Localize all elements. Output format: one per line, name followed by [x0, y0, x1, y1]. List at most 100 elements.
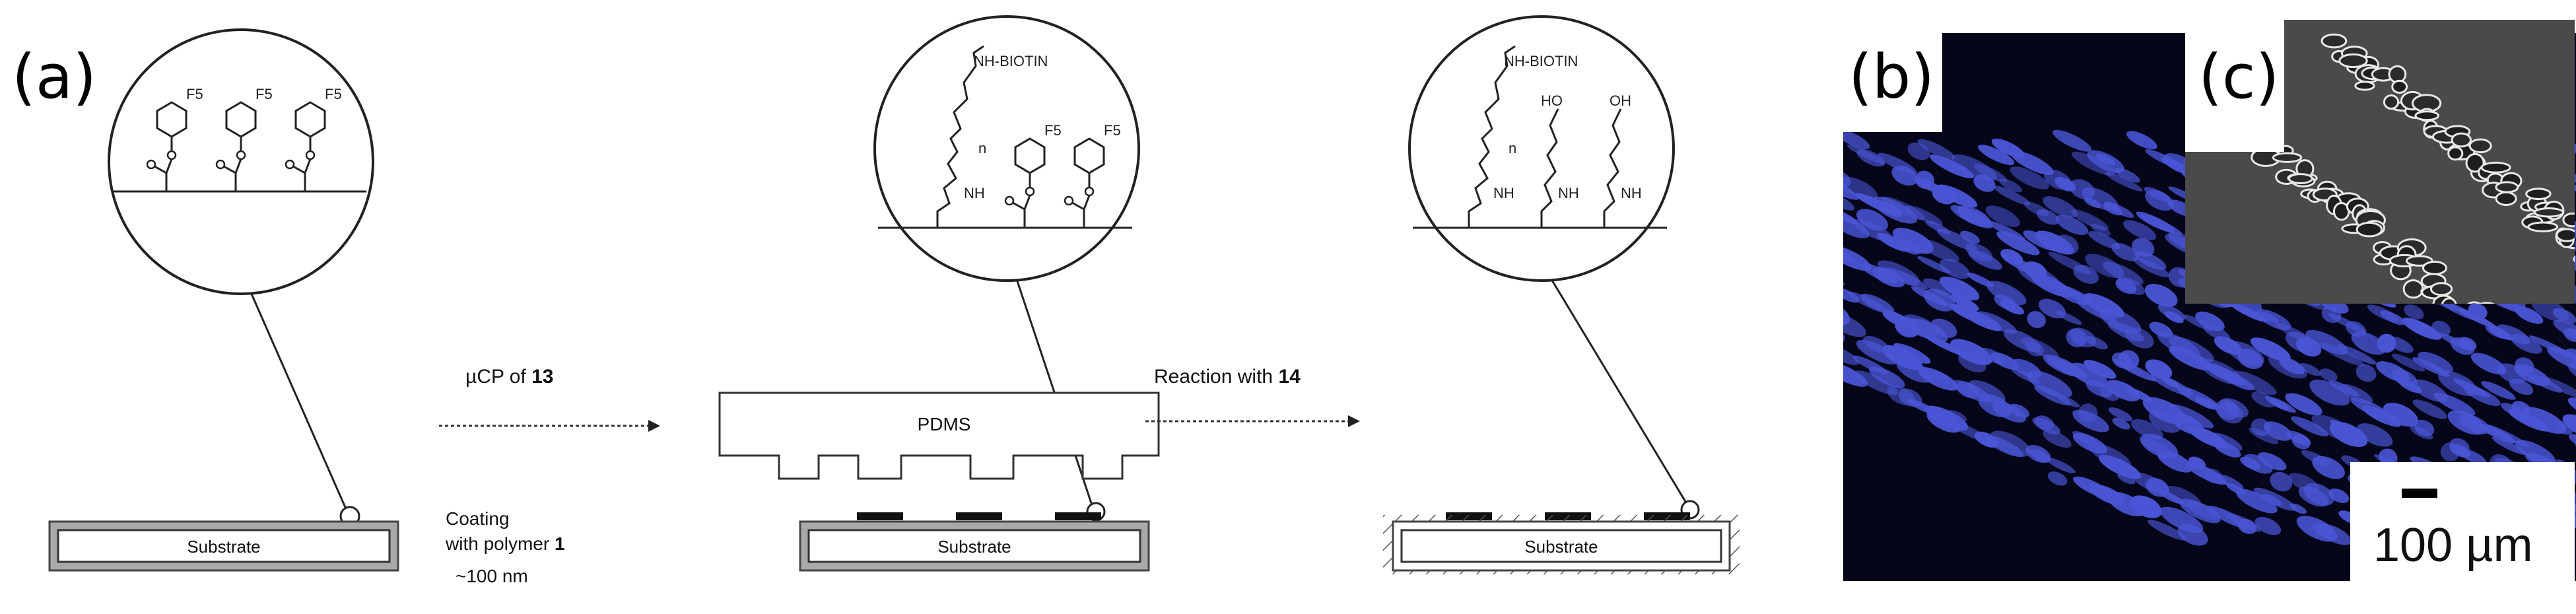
- fluorescent-spot: [1843, 178, 1860, 200]
- fluorescent-spot: [1695, 209, 1724, 236]
- fluorescent-spot: [1860, 293, 1895, 314]
- cell: [2383, 94, 2400, 110]
- fluorescent-spot: [1753, 322, 1798, 349]
- fluorescent-spot: [2249, 427, 2279, 444]
- cell: [2480, 161, 2511, 174]
- hydroxyl-chains-3: HO NH OH NH: [1540, 92, 1642, 228]
- fluorescent-spot: [2027, 311, 2046, 328]
- fluorescent-spot: [2117, 473, 2136, 485]
- fluorescent-spot: [1968, 250, 2002, 270]
- fluorescent-spot: [2056, 215, 2089, 236]
- pdms-label: PDMS: [918, 414, 971, 434]
- fluorescent-spot: [1779, 250, 1804, 267]
- fluorescent-spot: [2563, 328, 2576, 342]
- printed-stripe: [1055, 512, 1101, 520]
- fluorescent-spot: [2125, 327, 2154, 349]
- arrow-2: Reaction with 14: [1145, 366, 1360, 427]
- n-label-3: n: [1508, 140, 1516, 156]
- fluorescent-spot: [1777, 290, 1800, 307]
- cell: [2429, 282, 2453, 296]
- fluorescent-spot: [2312, 456, 2345, 479]
- fluorescent-spot: [1660, 221, 1701, 247]
- fluorescent-spot: [1950, 339, 1992, 366]
- fluorescent-spot: [2568, 434, 2576, 448]
- fluorescent-spot: [2337, 344, 2377, 365]
- fluorescent-spot: [2186, 500, 2220, 521]
- fluorescent-spot: [2412, 399, 2447, 419]
- fluorescent-spot: [1707, 218, 1736, 245]
- fluorescent-spot: [2084, 360, 2117, 379]
- fluorescent-spot: [1683, 156, 1724, 189]
- fluorescent-spot: [1726, 189, 1763, 217]
- fluorescent-spot: [1905, 205, 1943, 226]
- fluorescent-spot: [2291, 434, 2311, 450]
- fluorescent-spot: [1978, 145, 2015, 166]
- fluorescent-spot: [2303, 483, 2334, 506]
- fluorescent-spot: [1843, 313, 1866, 337]
- fluorescent-spot: [1926, 411, 1961, 433]
- fluorescent-spot: [1763, 203, 1789, 222]
- cell: [2354, 81, 2375, 91]
- fluorescent-spot: [1667, 275, 1697, 301]
- zoom-circle-3: [1408, 15, 1675, 282]
- cell: [2527, 221, 2559, 232]
- fluorescent-spot: [2402, 318, 2442, 340]
- fluorescent-spot: [2528, 374, 2563, 393]
- fluorescent-spot: [1856, 339, 1899, 365]
- fluorescent-spot: [1448, 160, 1474, 184]
- fluorescent-spot: [2195, 396, 2218, 410]
- fluorescent-spot: [1950, 294, 1979, 311]
- fluorescent-spot: [1685, 273, 1732, 302]
- panel-c-label-bg: [2185, 20, 2284, 152]
- fluorescent-spot: [1718, 255, 1765, 289]
- fluorescent-spot: [2233, 370, 2277, 395]
- fluorescent-spot: [1939, 276, 1980, 301]
- step2-group: NH-BIOTIN NH n F5: [718, 15, 1160, 572]
- fluorescent-spot: [1425, 150, 1470, 178]
- nh-label-3b: NH: [1558, 185, 1579, 201]
- molecule-sub-2a: F5: [1044, 122, 1062, 139]
- fluorescent-spot: [2085, 336, 2108, 350]
- biotin-chain-3: NH-BIOTIN NH n: [1468, 45, 1578, 228]
- fluorescent-spot: [1624, 240, 1652, 267]
- fluorescent-spot: [2164, 311, 2184, 324]
- fluorescent-spot: [1779, 215, 1822, 248]
- fluorescent-spot: [1754, 160, 1794, 189]
- fluorescent-spot: [1930, 154, 1975, 179]
- fluorescent-spot: [1843, 129, 1870, 150]
- fluorescent-spot: [1802, 346, 1840, 372]
- fluorescent-spot: [1586, 154, 1623, 178]
- fluorescent-spot: [1771, 147, 1806, 170]
- fluorescent-spot: [1714, 253, 1736, 268]
- fluorescent-spot: [2073, 265, 2099, 284]
- fluorescent-spot: [1843, 360, 1868, 387]
- fluorescent-spot: [2319, 343, 2365, 366]
- substrate-label-2: Substrate: [937, 537, 1011, 557]
- biotin-label-2: NH-BIOTIN: [974, 53, 1048, 69]
- fluorescent-spot: [2565, 348, 2576, 364]
- pfp-ester-molecules-1: F5 F5 F5: [146, 86, 342, 191]
- cell: [2321, 33, 2348, 49]
- fluorescent-spot: [2047, 471, 2068, 486]
- fluorescent-spot: [1843, 214, 1870, 238]
- fluorescent-spot: [1525, 148, 1551, 168]
- fluorescent-spot: [1772, 172, 1803, 195]
- fluorescent-spot: [1734, 260, 1777, 294]
- cell: [2556, 228, 2575, 242]
- fluorescent-spot: [1674, 205, 1695, 221]
- fluorescent-spot: [1843, 176, 1878, 201]
- fluorescent-spot: [2102, 261, 2144, 285]
- fluorescent-spot: [1990, 352, 2019, 370]
- cell: [2525, 188, 2552, 200]
- fluorescent-spot: [1886, 267, 1928, 290]
- fluorescent-spot: [2431, 320, 2451, 337]
- fluorescent-spot: [2134, 251, 2167, 270]
- cell: [2495, 191, 2517, 206]
- fluorescent-spot: [1714, 191, 1762, 228]
- fluorescent-spot: [2356, 423, 2393, 447]
- fluorescent-spot: [2047, 458, 2076, 473]
- n-label-2: n: [978, 140, 986, 156]
- substrate-3: [1400, 529, 1722, 563]
- fluorescent-spot: [1607, 210, 1643, 239]
